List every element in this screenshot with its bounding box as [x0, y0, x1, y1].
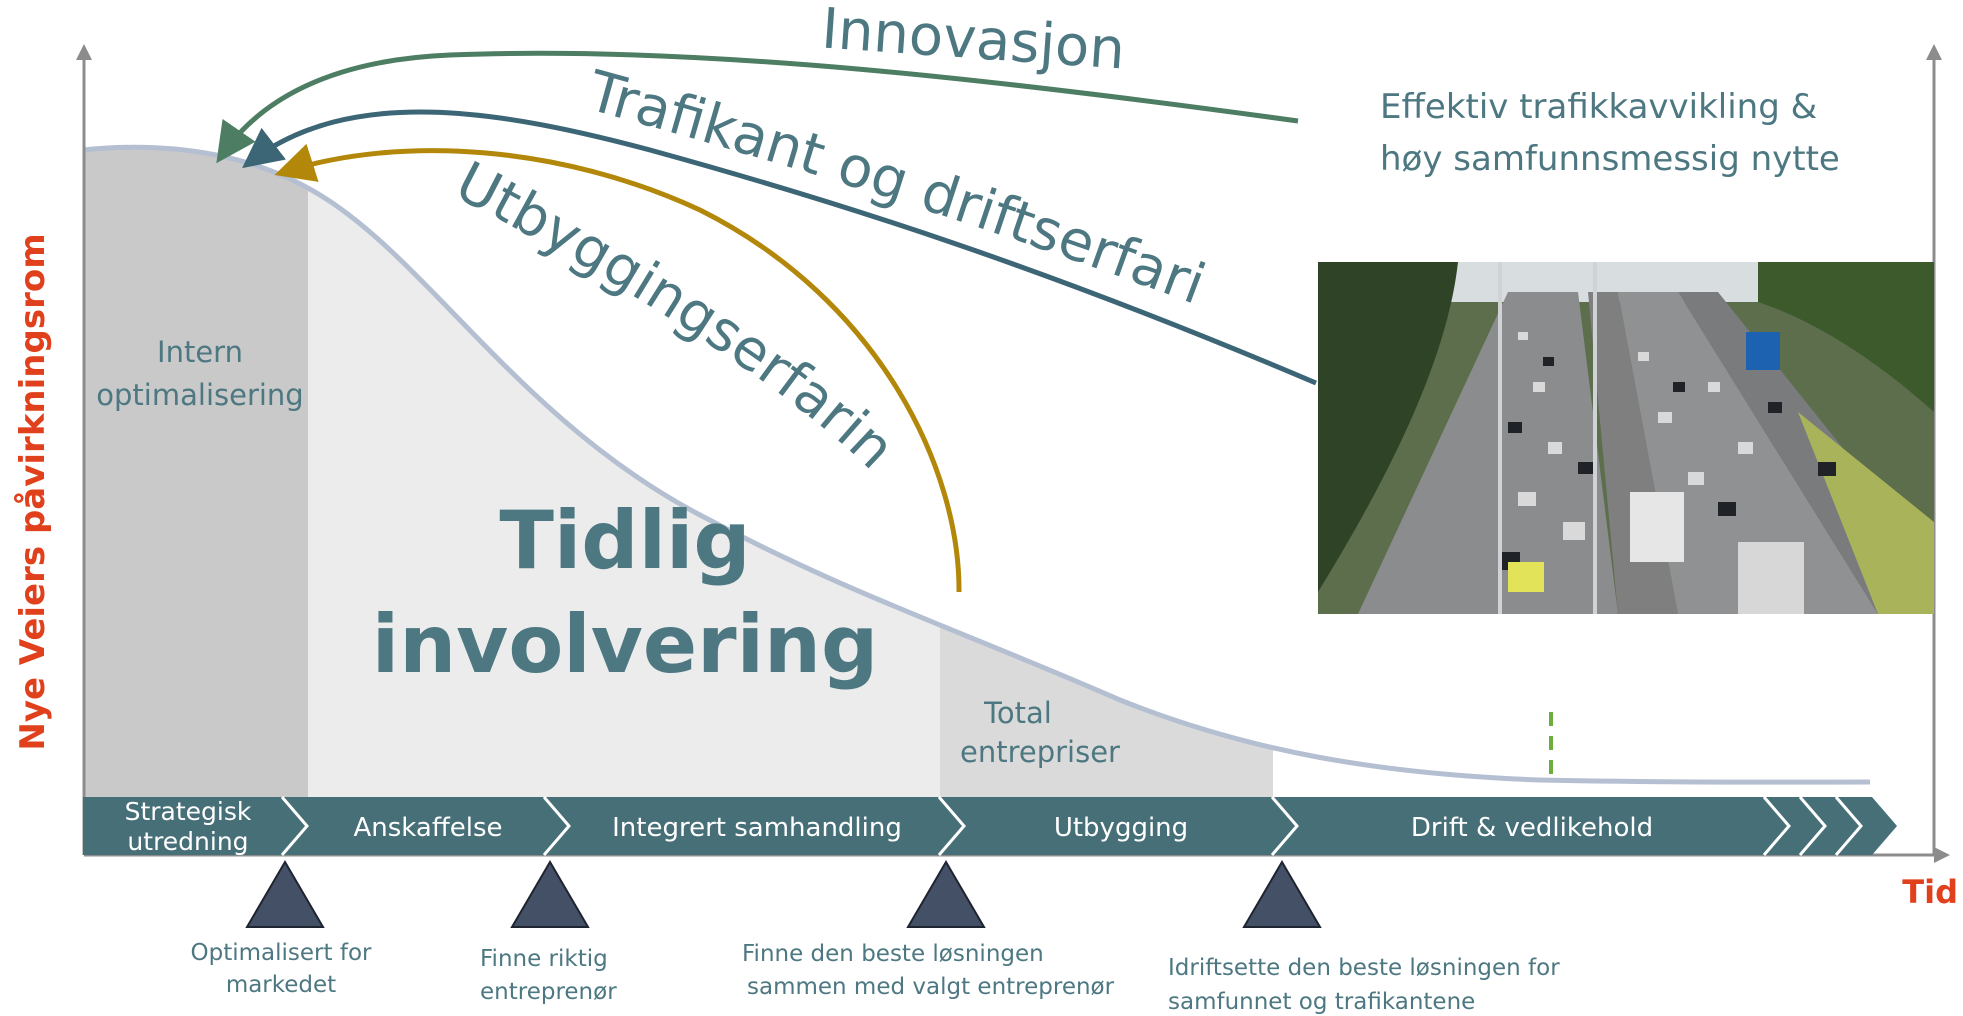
phase-strategic [83, 797, 308, 855]
region-early-involvement [308, 188, 940, 797]
milestone-1-line1: Optimalisert for [191, 940, 372, 966]
milestone-3-line1: Finne den beste løsningen [742, 941, 1044, 967]
milestone-triangle-4 [1242, 860, 1322, 928]
early-involvement-title-1: Tidlig [499, 494, 750, 587]
influence-area [83, 147, 1273, 797]
phase-operations [1273, 797, 1897, 855]
phase-label-strategic-2: utredning [127, 827, 248, 856]
construction-experience-arrow [274, 143, 962, 593]
milestone-triangle-1 [245, 860, 325, 928]
goal-text-line2: høy samfunnsmessig nytte [1380, 139, 1840, 179]
milestone-2-line1: Finne riktig [480, 946, 608, 972]
phase-label-strategic-1: Strategisk [125, 797, 252, 826]
x-axis-arrowhead [1934, 847, 1950, 863]
region-internal-optimization [83, 147, 308, 797]
total-contracts-label-1: Total [983, 696, 1052, 730]
total-contracts-label-2: entrepriser [960, 735, 1120, 769]
y-axis-arrowhead [76, 44, 92, 60]
phase-procurement [283, 797, 570, 855]
x-axis-label: Tid [1902, 873, 1958, 911]
milestone-1-line2: markedet [226, 972, 336, 998]
milestone-4-line1: Idriftsette den beste løsningen for [1168, 955, 1560, 981]
milestone-triangle-2 [510, 860, 590, 928]
influence-curve [82, 144, 1871, 785]
phase-construction [940, 797, 1298, 855]
phase-label-operations: Drift & vedlikehold [1411, 813, 1653, 843]
phase-label-procurement: Anskaffelse [353, 813, 502, 843]
milestone-triangle-3 [906, 860, 986, 928]
early-involvement-title-2: involvering [372, 598, 878, 691]
right-axis-arrowhead [1926, 44, 1942, 60]
phase-bar [83, 796, 1897, 856]
traffic-experience-arrow [242, 109, 1317, 386]
highway-traffic-photo [1318, 262, 1934, 614]
innovation-arrow [216, 50, 1299, 164]
milestone-4-line2: samfunnet og trafikantene [1168, 989, 1475, 1015]
phase-integrated-collaboration [545, 797, 965, 855]
goal-text-line1: Effektiv trafikkavvikling & [1380, 87, 1817, 127]
phase-label-integrated: Integrert samhandling [612, 813, 902, 843]
internal-optimization-label-1: Intern [157, 335, 243, 369]
milestone-3-line2: sammen med valgt entreprenør [747, 974, 1115, 1000]
milestone-2-line2: entreprenør [480, 979, 617, 1005]
internal-optimization-label-2: optimalisering [96, 378, 303, 412]
region-total-contracts [940, 625, 1273, 797]
y-axis-label: Nye Veiers påvirkningsrom [13, 233, 53, 750]
phase-label-construction: Utbygging [1054, 813, 1188, 843]
